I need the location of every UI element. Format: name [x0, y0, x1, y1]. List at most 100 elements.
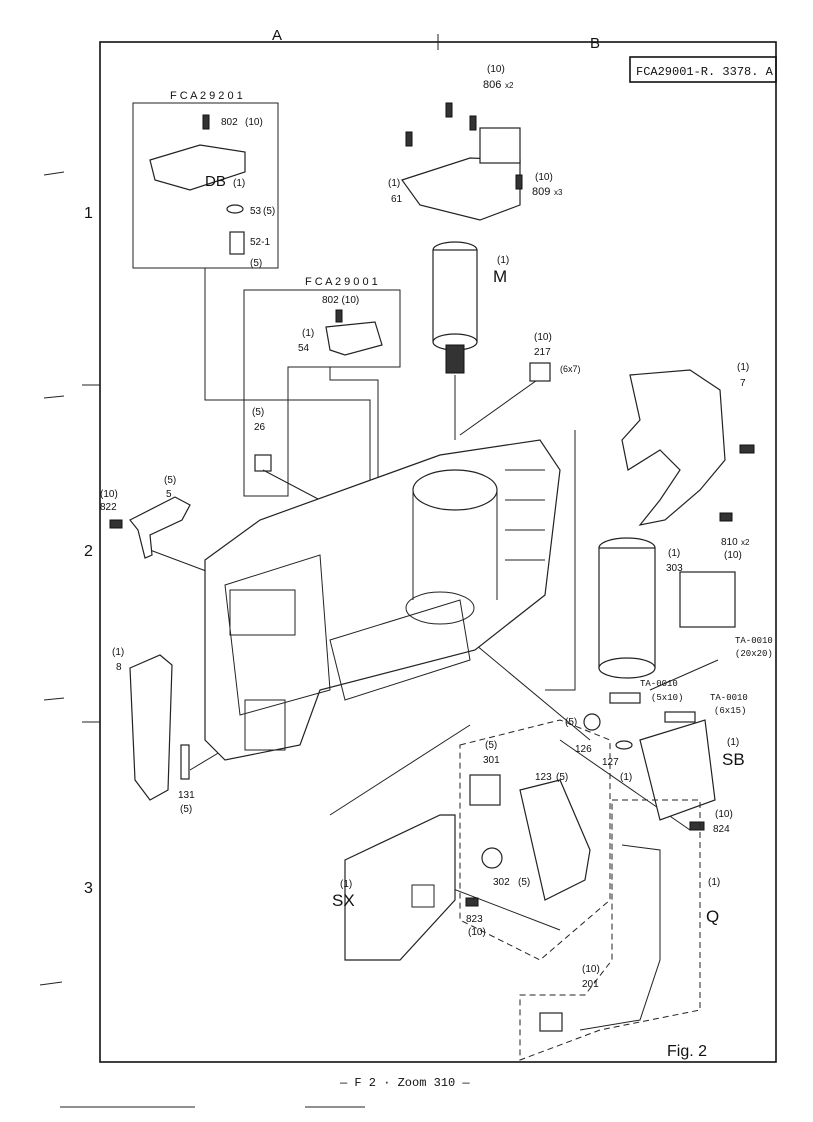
screw-806a-icon	[405, 131, 413, 147]
screw-7-icon	[739, 444, 755, 454]
label-302: 302	[493, 877, 510, 888]
sheet-26	[254, 454, 272, 472]
label-q: Q	[706, 907, 719, 926]
leader-ta1	[649, 659, 719, 691]
margin-mark-3	[43, 697, 65, 701]
label-809: 809	[532, 186, 550, 198]
qty-7: (1)	[737, 362, 749, 373]
camera-body-chassis	[204, 439, 561, 761]
mult-809: x3	[554, 188, 563, 197]
screw-806b-icon	[445, 102, 453, 118]
qty-301: (5)	[485, 740, 497, 751]
label-db: DB	[205, 173, 226, 190]
qty-sb: (1)	[727, 737, 739, 748]
label-131: 131	[178, 790, 195, 801]
qty-61: (1)	[388, 178, 400, 189]
qty-q: (1)	[708, 877, 720, 888]
qty-53: (5)	[263, 206, 275, 217]
lever-5	[129, 496, 191, 559]
row-label-3: 3	[84, 880, 93, 897]
screw-822-icon	[109, 519, 123, 529]
part-126-icon	[583, 713, 601, 731]
part-301	[469, 774, 501, 806]
label-802-b: 802 (10)	[322, 295, 359, 306]
inset-fca29201: F C A 2 9 2 0 1 802 (10) DB (1) 53 (5) 5…	[132, 90, 279, 269]
leader-fca29201	[204, 268, 371, 480]
connector-201	[539, 1012, 563, 1032]
screw-806c-icon	[469, 115, 477, 131]
drawing-code: FCA29001-R. 3378. A	[636, 65, 774, 79]
bracket-sb	[639, 719, 716, 821]
figure-label: Fig. 2	[667, 1043, 707, 1060]
label-201: 201	[582, 979, 599, 990]
leader-sx	[329, 724, 471, 816]
leader-126	[469, 639, 591, 741]
qty-303: (1)	[668, 548, 680, 559]
leader-26	[262, 469, 321, 501]
label-802-a: 802	[221, 117, 238, 128]
drawing-code-box	[629, 56, 777, 83]
size-ta1: (20x20)	[735, 649, 773, 659]
label-7: 7	[740, 378, 746, 389]
mult-810: x2	[741, 538, 750, 547]
leader-303	[545, 430, 576, 691]
qty-823: (10)	[468, 927, 486, 938]
qty-824: (10)	[715, 809, 733, 820]
margin-mark-2	[43, 395, 65, 399]
plate-54	[325, 321, 383, 356]
qty-810: (10)	[724, 550, 742, 561]
label-8: 8	[116, 662, 122, 673]
qty-126: (5)	[565, 717, 577, 728]
label-824: 824	[713, 824, 730, 835]
label-5: 5	[166, 489, 172, 500]
sheet-ta-5x10	[609, 692, 641, 704]
flex-123	[519, 779, 591, 901]
screw-802-icon	[202, 114, 210, 130]
spring-131-icon	[180, 744, 190, 780]
qty-217: (10)	[534, 332, 552, 343]
bracket-61	[401, 102, 523, 221]
cover-8	[129, 654, 173, 801]
qty-54: (1)	[302, 328, 314, 339]
qty-806: (10)	[487, 64, 505, 75]
flex-q-outline	[519, 799, 701, 1061]
qty-802-a: (10)	[245, 117, 263, 128]
label-54: 54	[298, 343, 310, 354]
qty-sx: (1)	[340, 879, 352, 890]
label-sx: SX	[332, 891, 355, 910]
qty-201: (10)	[582, 964, 600, 975]
row-label-2: 2	[84, 543, 93, 560]
margin-mark-4	[39, 981, 63, 986]
qty-5: (5)	[164, 475, 176, 486]
screw-824-icon	[689, 821, 705, 831]
sheet-217	[529, 362, 551, 382]
part-302-icon	[481, 847, 503, 869]
screw-802b-icon	[335, 309, 343, 323]
label-806: 806	[483, 79, 501, 91]
row-label-1: 1	[84, 205, 93, 222]
sheet-ta-6x15	[664, 711, 696, 723]
label-53: 53	[250, 206, 262, 217]
label-ta2: TA-0010	[640, 679, 678, 689]
label-m: M	[493, 267, 507, 286]
qty-809: (10)	[535, 172, 553, 183]
plate-sx	[344, 814, 456, 961]
margin-mark-1	[43, 171, 65, 176]
label-126: 126	[575, 744, 592, 755]
size-ta2: (5x10)	[651, 693, 683, 703]
qty-8: (1)	[112, 647, 124, 658]
motor-m	[432, 241, 478, 374]
screw-810-icon	[719, 512, 733, 522]
db-bracket	[149, 144, 246, 191]
inset-fca29001: F C A 2 9 0 0 1 802 (10) (1) 54 (5) 26	[243, 276, 401, 497]
label-123: 123	[535, 772, 552, 783]
qty-52: (5)	[250, 258, 262, 269]
flex-assembly-outline	[459, 719, 611, 961]
screw-809-icon	[515, 174, 523, 190]
qty-302: (5)	[518, 877, 530, 888]
qty-127: (1)	[620, 772, 632, 783]
label-sb: SB	[722, 750, 745, 769]
flex-q	[579, 844, 661, 1031]
label-823: 823	[466, 914, 483, 925]
